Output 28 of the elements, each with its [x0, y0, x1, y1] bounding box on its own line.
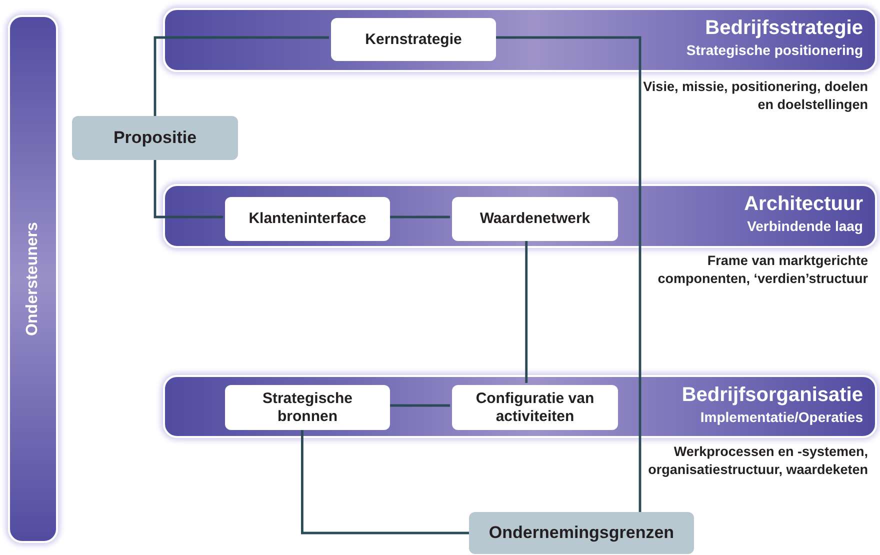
layer-subtitle: Verbindende laag: [747, 218, 863, 234]
layer-title: Bedrijfsorganisatie: [682, 384, 863, 407]
layer-description: Visie, missie, positionering, doelen en doelstellingen: [642, 78, 868, 114]
component-box: Klanteninterface: [225, 197, 390, 241]
layer-title: Bedrijfsstrategie: [705, 17, 863, 40]
connector-line: [494, 36, 642, 512]
layer-title: Architectuur: [744, 193, 863, 216]
side-bar: [8, 15, 58, 543]
connector-line: [154, 160, 223, 218]
layer-band: [163, 184, 877, 248]
component-box: Waardenetwerk: [452, 197, 618, 241]
connector-line: [525, 239, 528, 383]
layer-band: [163, 375, 877, 438]
connector-line: [154, 36, 329, 116]
layer-subtitle: Implementatie/Operaties: [700, 409, 863, 425]
component-box: Strategische bronnen: [225, 385, 390, 430]
connector-line: [388, 216, 450, 218]
component-box: Configuratie van activiteiten: [452, 385, 618, 430]
connector-line: [388, 404, 450, 407]
layer-band: [163, 8, 877, 72]
layer-subtitle: Strategische positionering: [686, 42, 863, 58]
layer-description: Werkprocessen en -systemen, organisatiestructuur, waardeketen: [647, 443, 868, 480]
connector-line: [301, 428, 469, 534]
side-bar-label: Ondersteuners: [24, 222, 42, 336]
layer-description: Frame van marktgerichte componenten, ‘verdien’structuur: [656, 252, 868, 288]
concept-box: Ondernemingsgrenzen: [469, 512, 694, 554]
concept-box: Propositie: [72, 116, 238, 160]
component-box: Kernstrategie: [331, 18, 496, 61]
